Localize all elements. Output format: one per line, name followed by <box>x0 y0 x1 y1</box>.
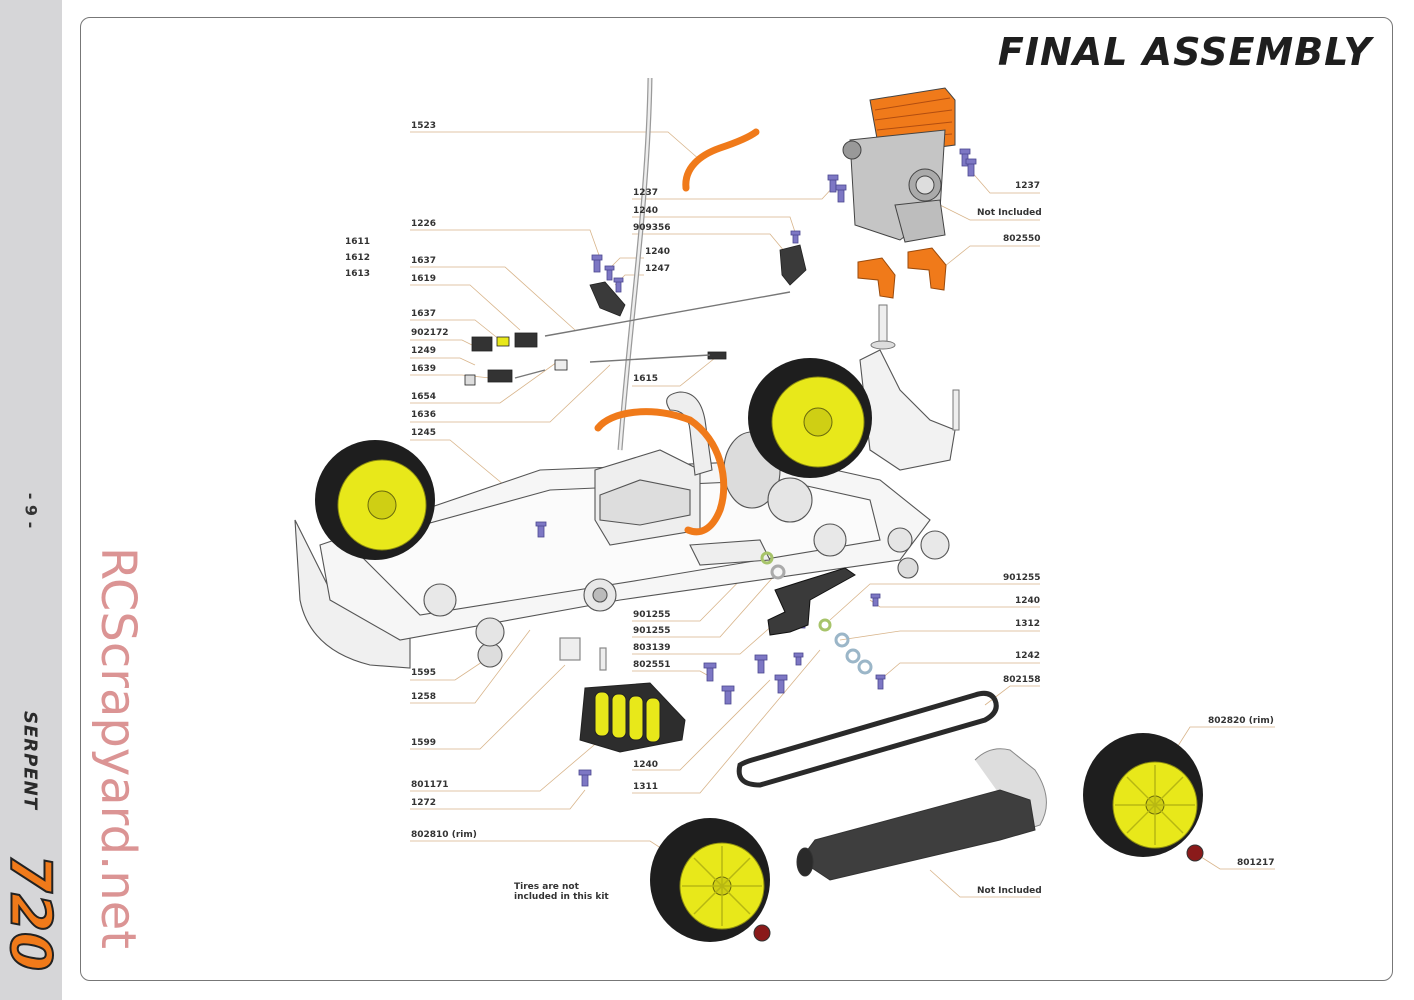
part-label-802820-rim: 802820 (rim) <box>1208 716 1274 726</box>
part-label-1636: 1636 <box>411 410 437 420</box>
part-label-not-included-pipe: Not Included <box>977 886 1042 896</box>
part-label-1612: 1612 <box>345 253 371 263</box>
part-label-1523: 1523 <box>411 121 437 131</box>
part-label-1245: 1245 <box>411 428 437 438</box>
fuel-tube-chassis <box>594 408 728 536</box>
part-label-1247: 1247 <box>645 264 671 274</box>
battery-holder <box>579 682 686 753</box>
part-label-1311: 1311 <box>633 782 659 792</box>
part-label-802550: 802550 <box>1003 234 1041 244</box>
spring <box>559 637 607 671</box>
part-label-1240: 1240 <box>633 206 659 216</box>
exhaust-pipe <box>796 748 1047 881</box>
part-label-1637: 1637 <box>411 256 437 266</box>
part-label-901255: 901255 <box>633 626 671 636</box>
page-frame <box>80 17 1393 981</box>
watermark: RCScrapyard.net <box>90 546 146 950</box>
part-label-1240: 1240 <box>633 760 659 770</box>
engine <box>842 87 956 243</box>
part-label-802810-rim: 802810 (rim) <box>411 830 477 840</box>
front-left-wheel <box>315 440 435 560</box>
part-label-1240: 1240 <box>645 247 671 257</box>
part-label-1249: 1249 <box>411 346 437 356</box>
part-label-803139: 803139 <box>633 643 671 653</box>
part-label-1613: 1613 <box>345 269 371 279</box>
part-label-802551: 802551 <box>633 660 671 670</box>
part-label-1258: 1258 <box>411 692 437 702</box>
page-title: FINAL ASSEMBLY <box>997 30 1372 74</box>
part-label-1595: 1595 <box>411 668 437 678</box>
fuel-tube-top <box>682 128 760 192</box>
steering-rods <box>514 291 791 379</box>
part-label-1639: 1639 <box>411 364 437 374</box>
part-label-1312: 1312 <box>1015 619 1041 629</box>
drive-belt <box>736 690 999 788</box>
tires-note: Tires are not included in this kit <box>514 882 609 902</box>
washers <box>760 551 873 675</box>
wheel-nuts <box>753 844 1204 942</box>
servo-saver-parts <box>464 244 807 386</box>
bracket <box>767 567 856 636</box>
part-label-1619: 1619 <box>411 274 437 284</box>
part-label-1242: 1242 <box>1015 651 1041 661</box>
part-label-801217: 801217 <box>1237 858 1275 868</box>
antenna-tube <box>617 77 653 451</box>
part-label-1654: 1654 <box>411 392 437 402</box>
part-label-1237: 1237 <box>633 188 659 198</box>
part-label-1272: 1272 <box>411 798 437 808</box>
front-wheel-rim <box>650 818 770 942</box>
part-label-901255: 901255 <box>1003 573 1041 583</box>
part-label-802158: 802158 <box>1003 675 1041 685</box>
part-label-801171: 801171 <box>411 780 449 790</box>
part-label-902172: 902172 <box>411 328 449 338</box>
part-label-1637: 1637 <box>411 309 437 319</box>
part-label-not-included-engine: Not Included <box>977 208 1042 218</box>
part-label-901255: 901255 <box>633 610 671 620</box>
mount-post <box>870 304 960 431</box>
sidebar: - 9 - SERPENT 720 <box>0 0 64 1000</box>
part-label-1226: 1226 <box>411 219 437 229</box>
part-label-1611: 1611 <box>345 237 371 247</box>
rear-wheel-rim <box>1083 733 1203 857</box>
engine-mounts <box>857 247 947 299</box>
chassis <box>294 349 956 669</box>
part-label-1240: 1240 <box>1015 596 1041 606</box>
part-label-1615: 1615 <box>633 374 659 384</box>
part-label-909356: 909356 <box>633 223 671 233</box>
part-label-1599: 1599 <box>411 738 437 748</box>
rear-wheel-on-chassis <box>748 358 872 478</box>
part-label-1237: 1237 <box>1015 181 1041 191</box>
